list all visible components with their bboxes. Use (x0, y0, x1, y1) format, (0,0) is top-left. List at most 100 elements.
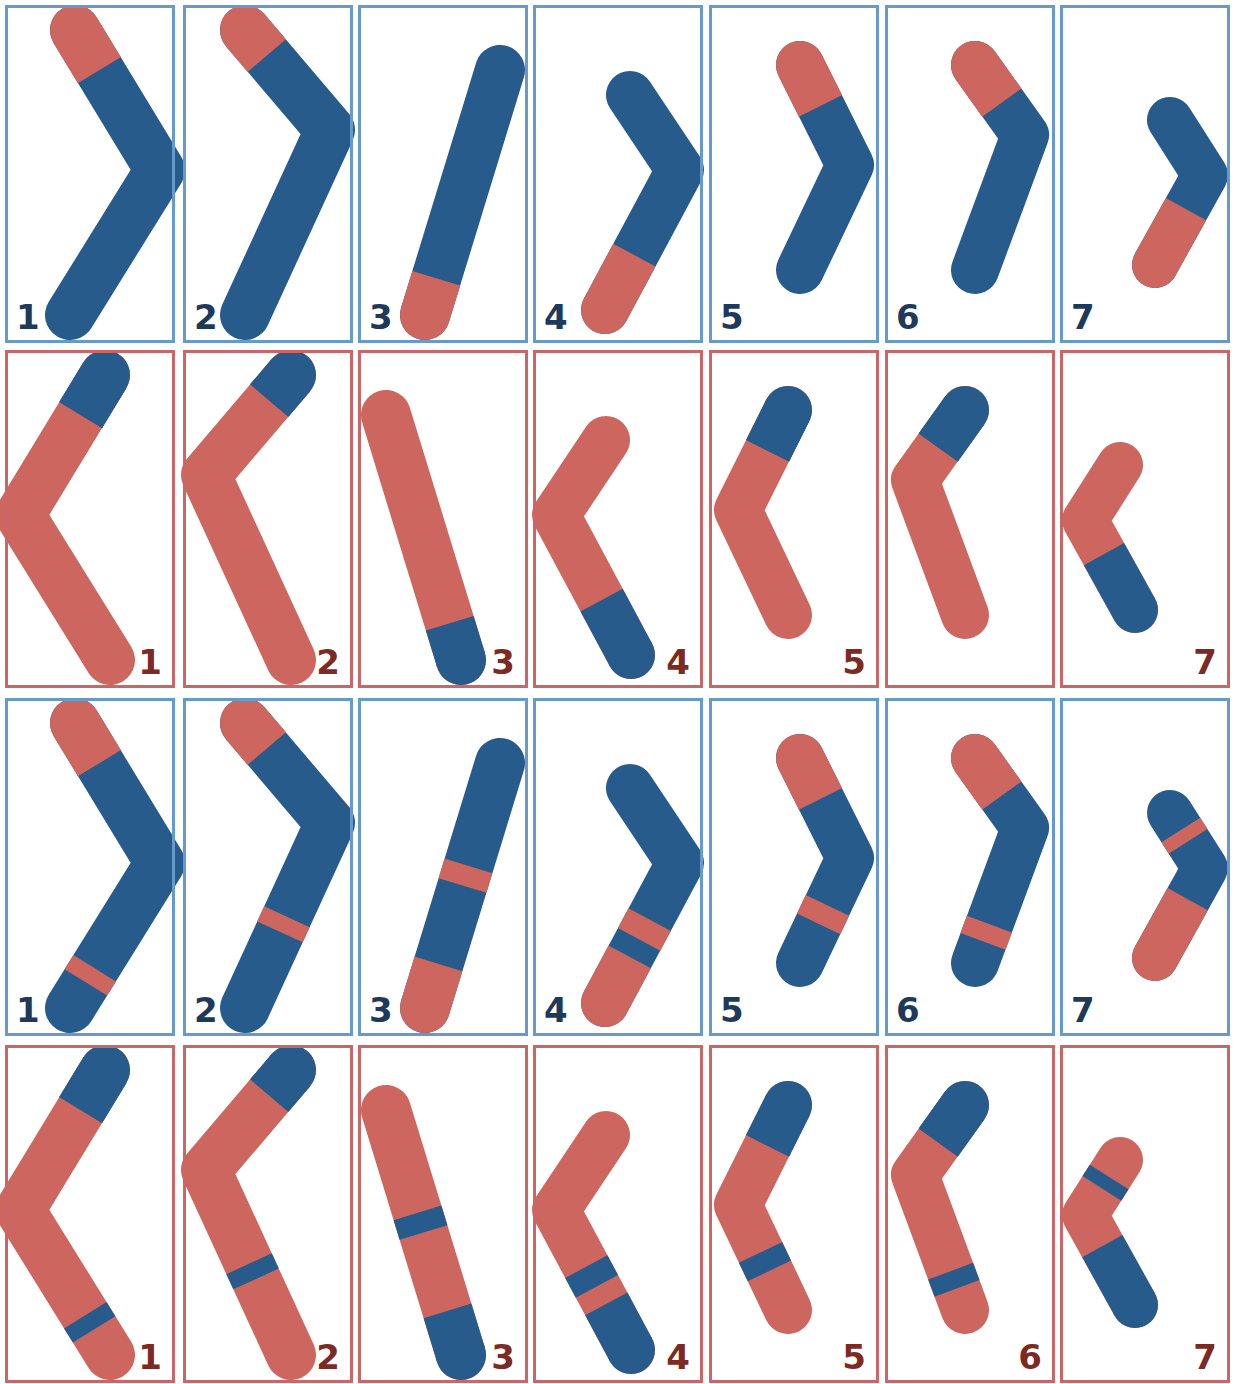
chromosome-body (245, 30, 330, 315)
chromosome-body (1155, 120, 1205, 265)
chromosome-body (915, 1105, 965, 1310)
chromosome-band (206, 1070, 291, 1355)
callout-number: 7 (1193, 644, 1217, 681)
chromosome (738, 1081, 812, 1310)
chromosome-band (738, 1105, 788, 1310)
callout-number: 5 (720, 299, 744, 336)
chromosome-band (425, 763, 500, 1008)
chromosome-band (605, 95, 680, 310)
chromosome-body (1085, 465, 1135, 610)
chromosome (951, 41, 1025, 270)
chromosome-band (425, 70, 500, 315)
chromosome-tip (400, 983, 450, 1033)
callout-number: 4 (666, 644, 690, 681)
callout-number: 2 (316, 644, 340, 681)
karyotype-panel: 5 (709, 5, 879, 343)
chromosome-body (915, 410, 965, 615)
chromosome (738, 386, 812, 615)
chromosome-band (1085, 465, 1135, 610)
chromosome-tip (607, 631, 655, 679)
chromosome-band (70, 30, 160, 315)
chromosome-band (20, 1070, 110, 1355)
callout-number: 5 (720, 992, 744, 1029)
chromosome-body (738, 410, 788, 615)
callout-number: 7 (1071, 299, 1095, 336)
chromosome-band (738, 410, 788, 615)
karyotype-panel: 7 (1060, 5, 1230, 343)
chromosome (386, 1110, 486, 1380)
callout-number: 7 (1071, 992, 1095, 1029)
karyotype-panel: 3 (358, 350, 528, 688)
callout-number: 3 (369, 299, 393, 336)
chromosome-band (556, 1135, 631, 1350)
chromosome-band (206, 1070, 291, 1355)
karyotype-panel: 2 (183, 698, 353, 1036)
chromosome-band (915, 410, 965, 615)
chromosome-band (245, 723, 330, 1008)
chromosome-band (70, 30, 160, 315)
karyotype-panel: 1 (5, 350, 175, 688)
karyotype-panel: 7 (1060, 698, 1230, 1036)
callout-number: 4 (544, 992, 568, 1029)
chromosome-tip (1132, 935, 1178, 981)
chromosome-band (20, 375, 110, 660)
chromosome (915, 1081, 989, 1310)
chromosome (50, 5, 160, 315)
chromosome-body (605, 95, 680, 310)
callout-number: 2 (316, 1339, 340, 1376)
chromosome-band (20, 1070, 110, 1355)
callout-number: 6 (896, 299, 920, 336)
chromosome-band (245, 723, 330, 1008)
chromosome-body (738, 1105, 788, 1310)
chromosome-band (915, 1105, 965, 1310)
chromosome-band (386, 1110, 461, 1355)
chromosome (1085, 1160, 1158, 1328)
chromosome-body (800, 758, 850, 963)
chromosome-band (206, 375, 291, 660)
karyotype-panel: 1 (5, 1045, 175, 1383)
karyotype-panel: 5 (709, 698, 879, 1036)
chromosome-band (605, 788, 680, 1003)
chromosome-band (556, 1135, 631, 1350)
karyotype-panel: 1 (5, 698, 175, 1036)
callout-number: 3 (491, 1339, 515, 1376)
callout-number: 6 (1018, 1339, 1042, 1376)
callout-number: 6 (896, 992, 920, 1029)
chromosome-tip (1112, 587, 1158, 633)
karyotype-panel: 5 (709, 1045, 879, 1383)
callout-number: 3 (491, 644, 515, 681)
chromosome-band (556, 440, 631, 655)
chromosome (581, 788, 680, 1027)
chromosome-band (915, 1105, 965, 1310)
callout-number: 5 (842, 1339, 866, 1376)
chromosome-band (206, 1070, 291, 1355)
chromosome-band (975, 65, 1025, 270)
chromosome-body (800, 65, 850, 270)
callout-number: 1 (138, 644, 162, 681)
karyotype-panel: 4 (533, 5, 703, 343)
chromosome-band (70, 723, 160, 1008)
chromosome-tip (581, 286, 629, 334)
chromosome-body (386, 1110, 461, 1355)
chromosome-body (70, 723, 160, 1008)
chromosome-tip (607, 1326, 655, 1374)
callout-number: 3 (369, 992, 393, 1029)
chromosome-band (800, 758, 850, 963)
karyotype-panel: 6 (885, 698, 1055, 1036)
chromosome (556, 440, 655, 679)
karyotype-panel: 7 (1060, 350, 1230, 688)
karyotype-panel: 2 (183, 350, 353, 688)
karyotype-panel: 3 (358, 698, 528, 1036)
chromosome-band (1085, 1160, 1135, 1305)
chromosome-body (1085, 1160, 1135, 1305)
karyotype-panel: 2 (183, 1045, 353, 1383)
chromosome (400, 70, 500, 340)
chromosome (1132, 120, 1205, 288)
chromosome-band (738, 1105, 788, 1310)
karyotype-panel: 4 (533, 1045, 703, 1383)
chromosome-band (386, 415, 461, 660)
callout-number: 5 (842, 644, 866, 681)
callout-number: 1 (16, 299, 40, 336)
chromosome-band (975, 758, 1025, 963)
chromosome-tip (1112, 1282, 1158, 1328)
